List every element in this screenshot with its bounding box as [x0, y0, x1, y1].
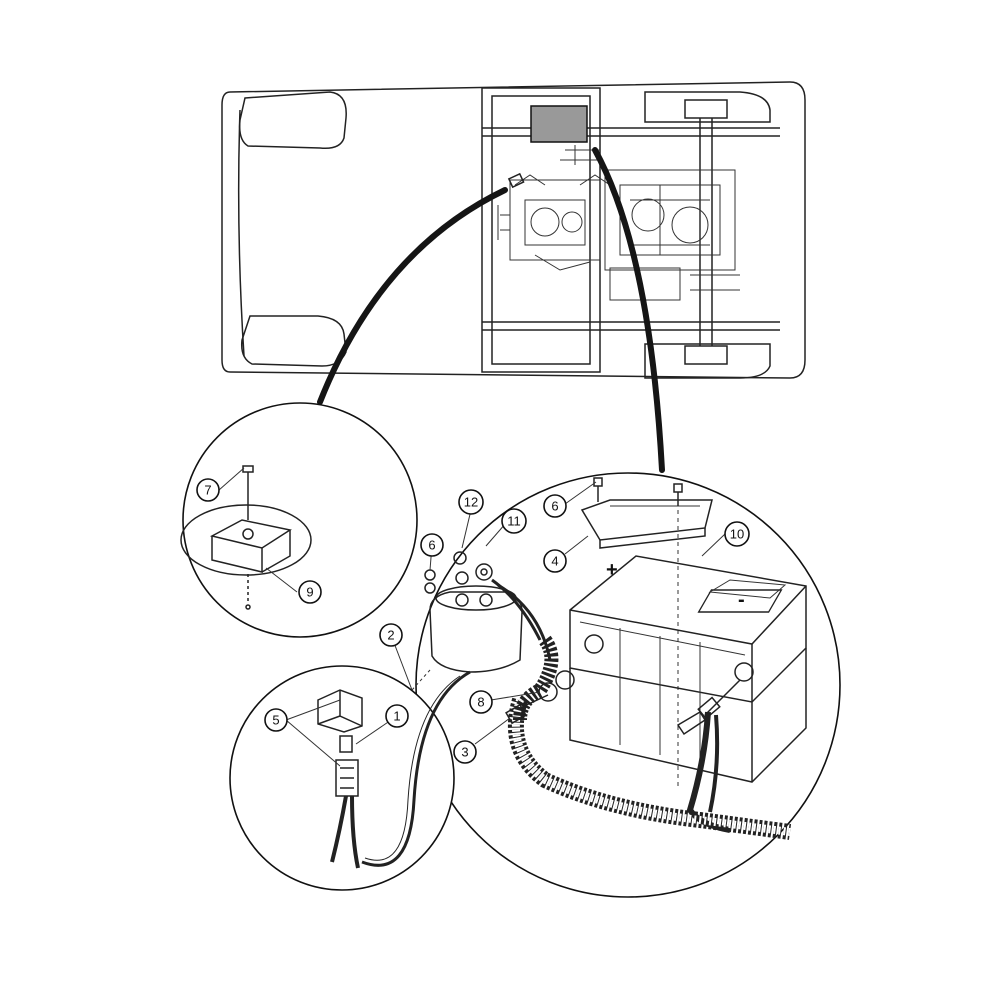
callout-label: 3 [461, 745, 468, 760]
bracket-bolt-left [593, 477, 603, 502]
callout-label: 2 [387, 628, 394, 643]
callout-8: 8 [469, 690, 493, 714]
callout-label: 1 [393, 709, 400, 724]
callout-11: 11 [501, 508, 527, 534]
callout-6-bracket: 6 [543, 494, 567, 518]
connector-plug [335, 735, 359, 797]
vehicle-top-view [221, 81, 806, 379]
connector-wire [361, 670, 471, 867]
callout-10: 10 [724, 521, 750, 547]
battery-negative-mark: - [738, 589, 745, 611]
battery-positive-mark: + [606, 559, 618, 581]
solenoid [429, 578, 552, 673]
callout-label: 12 [464, 495, 478, 510]
callout-label: 6 [551, 499, 558, 514]
callout-5: 5 [264, 708, 288, 732]
battery-location-highlight [530, 105, 588, 143]
callout-label: 11 [507, 514, 521, 529]
callout-label: 7 [204, 483, 211, 498]
battery: + - [569, 555, 807, 783]
callout-12: 12 [458, 489, 484, 515]
leader-cable-left [317, 187, 508, 405]
callout-7: 7 [196, 478, 220, 502]
callout-3: 3 [453, 740, 477, 764]
callout-label: 5 [272, 713, 279, 728]
callout-4: 4 [543, 549, 567, 573]
callout-label: 9 [306, 585, 313, 600]
callout-label: 6 [428, 538, 435, 553]
callout-6-solenoid: 6 [420, 533, 444, 557]
hold-down-bracket [580, 499, 713, 549]
callout-label: 8 [477, 695, 484, 710]
leader-cable-right [592, 147, 665, 473]
callout-9: 9 [298, 580, 322, 604]
callout-label: 4 [551, 554, 558, 569]
bracket-bolt-right [673, 483, 683, 506]
fuse-block [209, 519, 292, 573]
callout-label: 10 [730, 527, 744, 542]
callout-1: 1 [385, 704, 409, 728]
connector-housing [317, 689, 363, 733]
callout-2: 2 [379, 623, 403, 647]
fuse-detail-view [180, 402, 418, 638]
battery-detail-view: + - [415, 472, 841, 898]
leader-cables [317, 147, 665, 473]
